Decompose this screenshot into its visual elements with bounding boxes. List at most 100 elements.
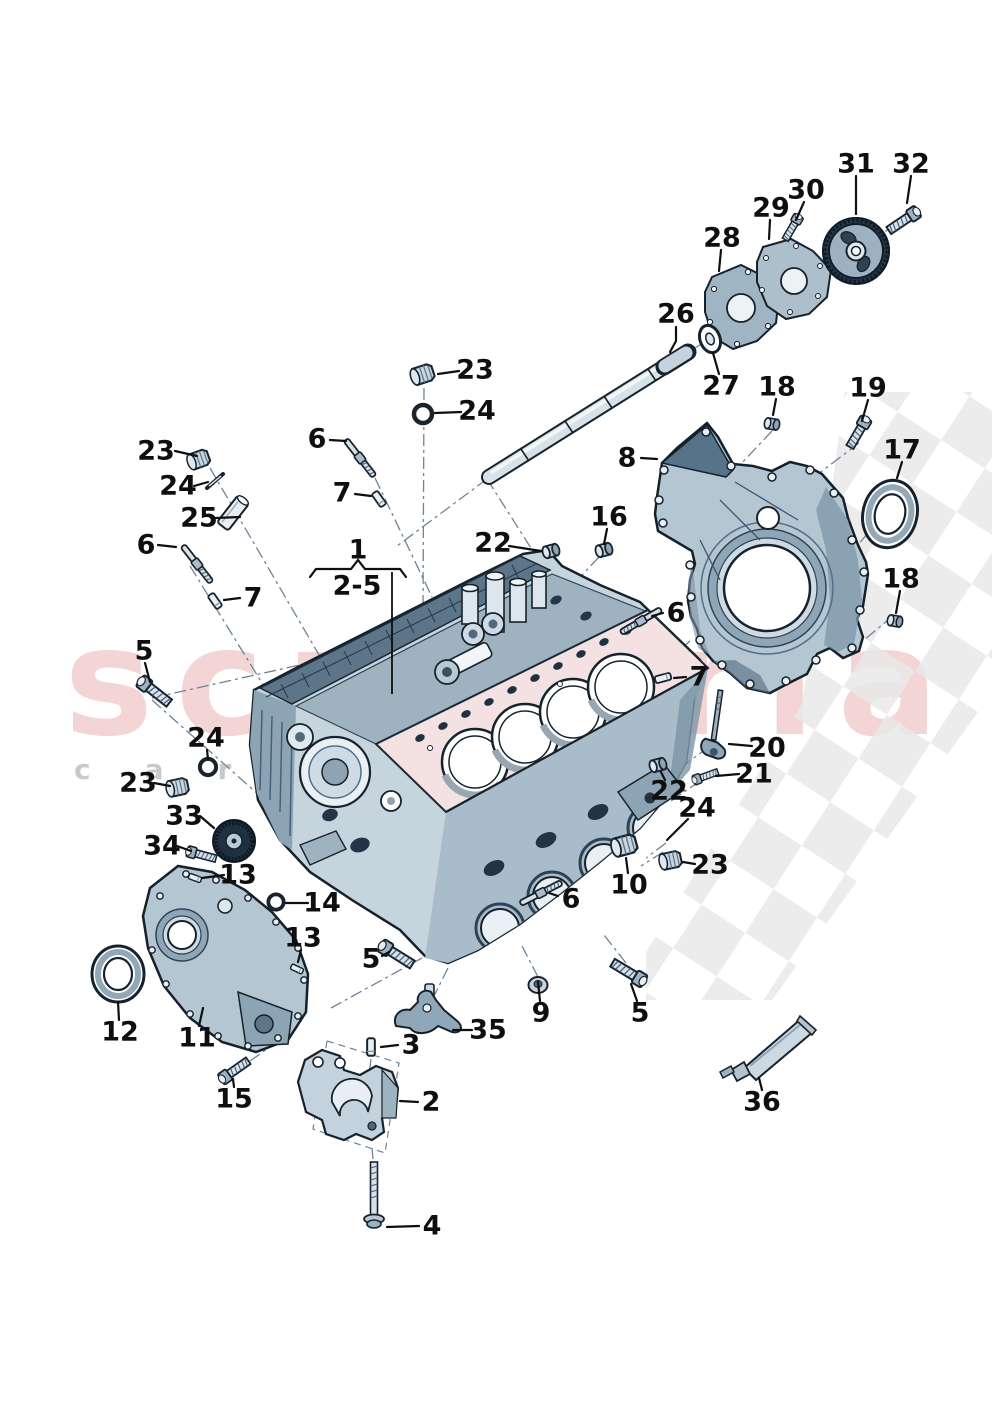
leader-line (602, 527, 609, 546)
leader-line (672, 675, 688, 680)
leader-line (385, 1224, 421, 1229)
leader-line (197, 1006, 205, 1028)
leader-line (433, 410, 463, 415)
callout-label-7: 7 (690, 662, 709, 693)
leader-line (547, 891, 560, 898)
leader-line (771, 397, 778, 417)
callout-label-18: 18 (758, 372, 796, 403)
callout-label-23: 23 (137, 436, 175, 467)
leader-line (659, 770, 667, 782)
leader-line (143, 661, 152, 684)
part-cylinder-block (248, 548, 710, 965)
callout-label-32: 32 (892, 149, 930, 180)
callout-label-30: 30 (787, 175, 825, 206)
callout-label-5: 5 (631, 998, 650, 1029)
part-seal-ring-17 (861, 478, 919, 550)
leader-line (214, 515, 242, 520)
callout-label-24: 24 (187, 723, 225, 754)
leader-line (860, 398, 870, 423)
callout-label-23: 23 (691, 850, 729, 881)
part-long-bolt (363, 1161, 385, 1229)
leader-line (624, 856, 630, 875)
leader-line (296, 948, 303, 964)
callout-label-7: 7 (244, 583, 263, 614)
group-callout-bracket: 1 2-5 (308, 535, 408, 694)
leader-line (650, 611, 665, 618)
callout-label-18: 18 (882, 564, 920, 595)
leader-line (717, 248, 723, 273)
callout-label-22: 22 (650, 776, 688, 807)
callout-label-8: 8 (618, 443, 637, 474)
part-bearing-bracket (296, 1048, 400, 1142)
callout-label-9: 9 (532, 998, 551, 1029)
leader-line (116, 1000, 121, 1022)
leader-line (894, 589, 902, 615)
leader-line (328, 438, 348, 443)
callout-label-7: 7 (333, 478, 352, 509)
callout-label-6: 6 (667, 598, 686, 629)
leader-line (536, 980, 542, 1003)
callout-label-3: 3 (402, 1030, 421, 1061)
leader-line (895, 460, 904, 480)
leader-line (152, 781, 172, 788)
part-small-gear (212, 819, 256, 863)
callout-label-29: 29 (752, 193, 790, 224)
leader-line (727, 742, 754, 748)
leader-line (192, 480, 210, 488)
leader-line (398, 1099, 420, 1104)
leader-line (639, 456, 659, 461)
leader-line (353, 492, 373, 498)
leader-line (711, 351, 721, 376)
callout-label-25: 25 (180, 503, 218, 534)
callout-label-19: 19 (849, 373, 887, 404)
callout-label-15: 15 (215, 1084, 253, 1115)
callout-label-5: 5 (362, 944, 381, 975)
callout-label-6: 6 (562, 884, 581, 915)
callout-label-12: 12 (101, 1017, 139, 1048)
callout-label-24: 24 (678, 793, 716, 824)
callout-label-27: 27 (702, 371, 740, 402)
leader-line (173, 449, 199, 458)
part-drive-gear (822, 217, 890, 285)
leader-line (436, 369, 461, 376)
callout-label-31: 31 (837, 149, 875, 180)
callout-label-36: 36 (743, 1087, 781, 1118)
leader-line (507, 544, 543, 553)
leader-line (629, 982, 639, 1003)
callout-label-1: 1 (349, 535, 368, 566)
callout-label-10: 10 (610, 870, 648, 901)
part-oil-pump-shaft (481, 343, 697, 485)
callout-label-24: 24 (458, 396, 496, 427)
callout-label-26: 26 (657, 299, 695, 330)
callout-label-16: 16 (590, 502, 628, 533)
callout-label-24: 24 (159, 471, 197, 502)
callout-label-14: 14 (303, 888, 341, 919)
leader-line (794, 200, 806, 222)
leader-line (200, 873, 226, 880)
callout-label-13: 13 (219, 860, 257, 891)
leader-line (668, 325, 678, 354)
leader-line (905, 174, 913, 205)
callout-label-22: 22 (474, 528, 512, 559)
leader-line (767, 218, 772, 241)
callout-label-34: 34 (143, 831, 181, 862)
part-timing-cover-rear (653, 421, 870, 695)
part-sealant-tube (719, 1014, 818, 1083)
leader-line (380, 950, 391, 958)
callout-label-2-5: 2-5 (333, 571, 382, 602)
leader-line (231, 1077, 236, 1089)
leader-line (757, 1076, 764, 1092)
callout-label-11: 11 (178, 1023, 216, 1054)
callout-label-13: 13 (284, 923, 322, 954)
callout-label-6: 6 (308, 424, 327, 455)
callout-label-5: 5 (135, 636, 154, 667)
part-gasket-29 (756, 237, 833, 321)
leader-line (175, 844, 193, 853)
leader-line (156, 543, 178, 549)
callout-label-17: 17 (883, 435, 921, 466)
checkered-flag-watermark (646, 392, 992, 1000)
callout-label-21: 21 (735, 759, 773, 790)
